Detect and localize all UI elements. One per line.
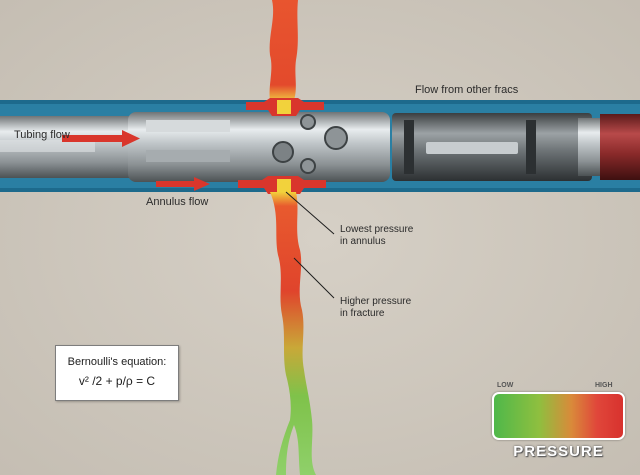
port-hex-4 [301,159,315,173]
flow-other-fracs-label: Flow from other fracs [415,84,518,96]
port-hex-1 [273,142,293,162]
higher-pressure-line2: in fracture [340,308,411,320]
tubing-right [600,114,640,180]
annulus-flow-label: Annulus flow [146,196,208,208]
lowest-pressure-line1: Lowest pressure [340,224,413,236]
higher-pressure-label: Higher pressure in fracture [340,296,411,320]
higher-pressure-line1: Higher pressure [340,296,411,308]
upper-fracture [270,0,298,100]
legend-low-label: LOW [497,382,513,389]
lowest-pressure-label: Lowest pressure in annulus [340,224,413,248]
bernoulli-equation-box: Bernoulli's equation: v² /2 + p/ρ = C [55,345,179,401]
equation-formula: v² /2 + p/ρ = C [56,374,178,388]
legend-title: PRESSURE [492,443,625,460]
legend-high-label: HIGH [595,382,613,389]
pressure-legend-gradient [492,392,625,440]
tubing-flow-label: Tubing flow [14,129,70,141]
port-hex-3 [301,115,315,129]
equation-title: Bernoulli's equation: [56,356,178,368]
port-hex-2 [325,127,347,149]
lowest-pressure-line2: in annulus [340,236,413,248]
